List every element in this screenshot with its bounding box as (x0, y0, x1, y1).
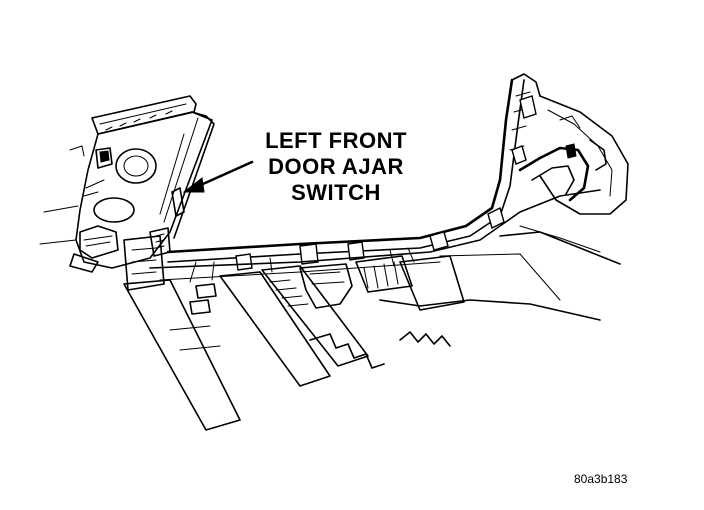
figure-id: 80a3b183 (574, 472, 628, 486)
callout-label: LEFT FRONT DOOR AJAR SWITCH (236, 128, 436, 206)
callout-line-2: DOOR AJAR (268, 154, 404, 179)
callout-line-3: SWITCH (291, 180, 381, 205)
left-front-door-panel (39, 95, 215, 273)
floor-pan-and-seat-track (123, 235, 601, 431)
rear-pillar-and-wiring (499, 95, 629, 265)
callout-line-1: LEFT FRONT (265, 128, 407, 153)
callout-arrow (182, 160, 254, 193)
door-opening-and-sill (149, 73, 601, 283)
